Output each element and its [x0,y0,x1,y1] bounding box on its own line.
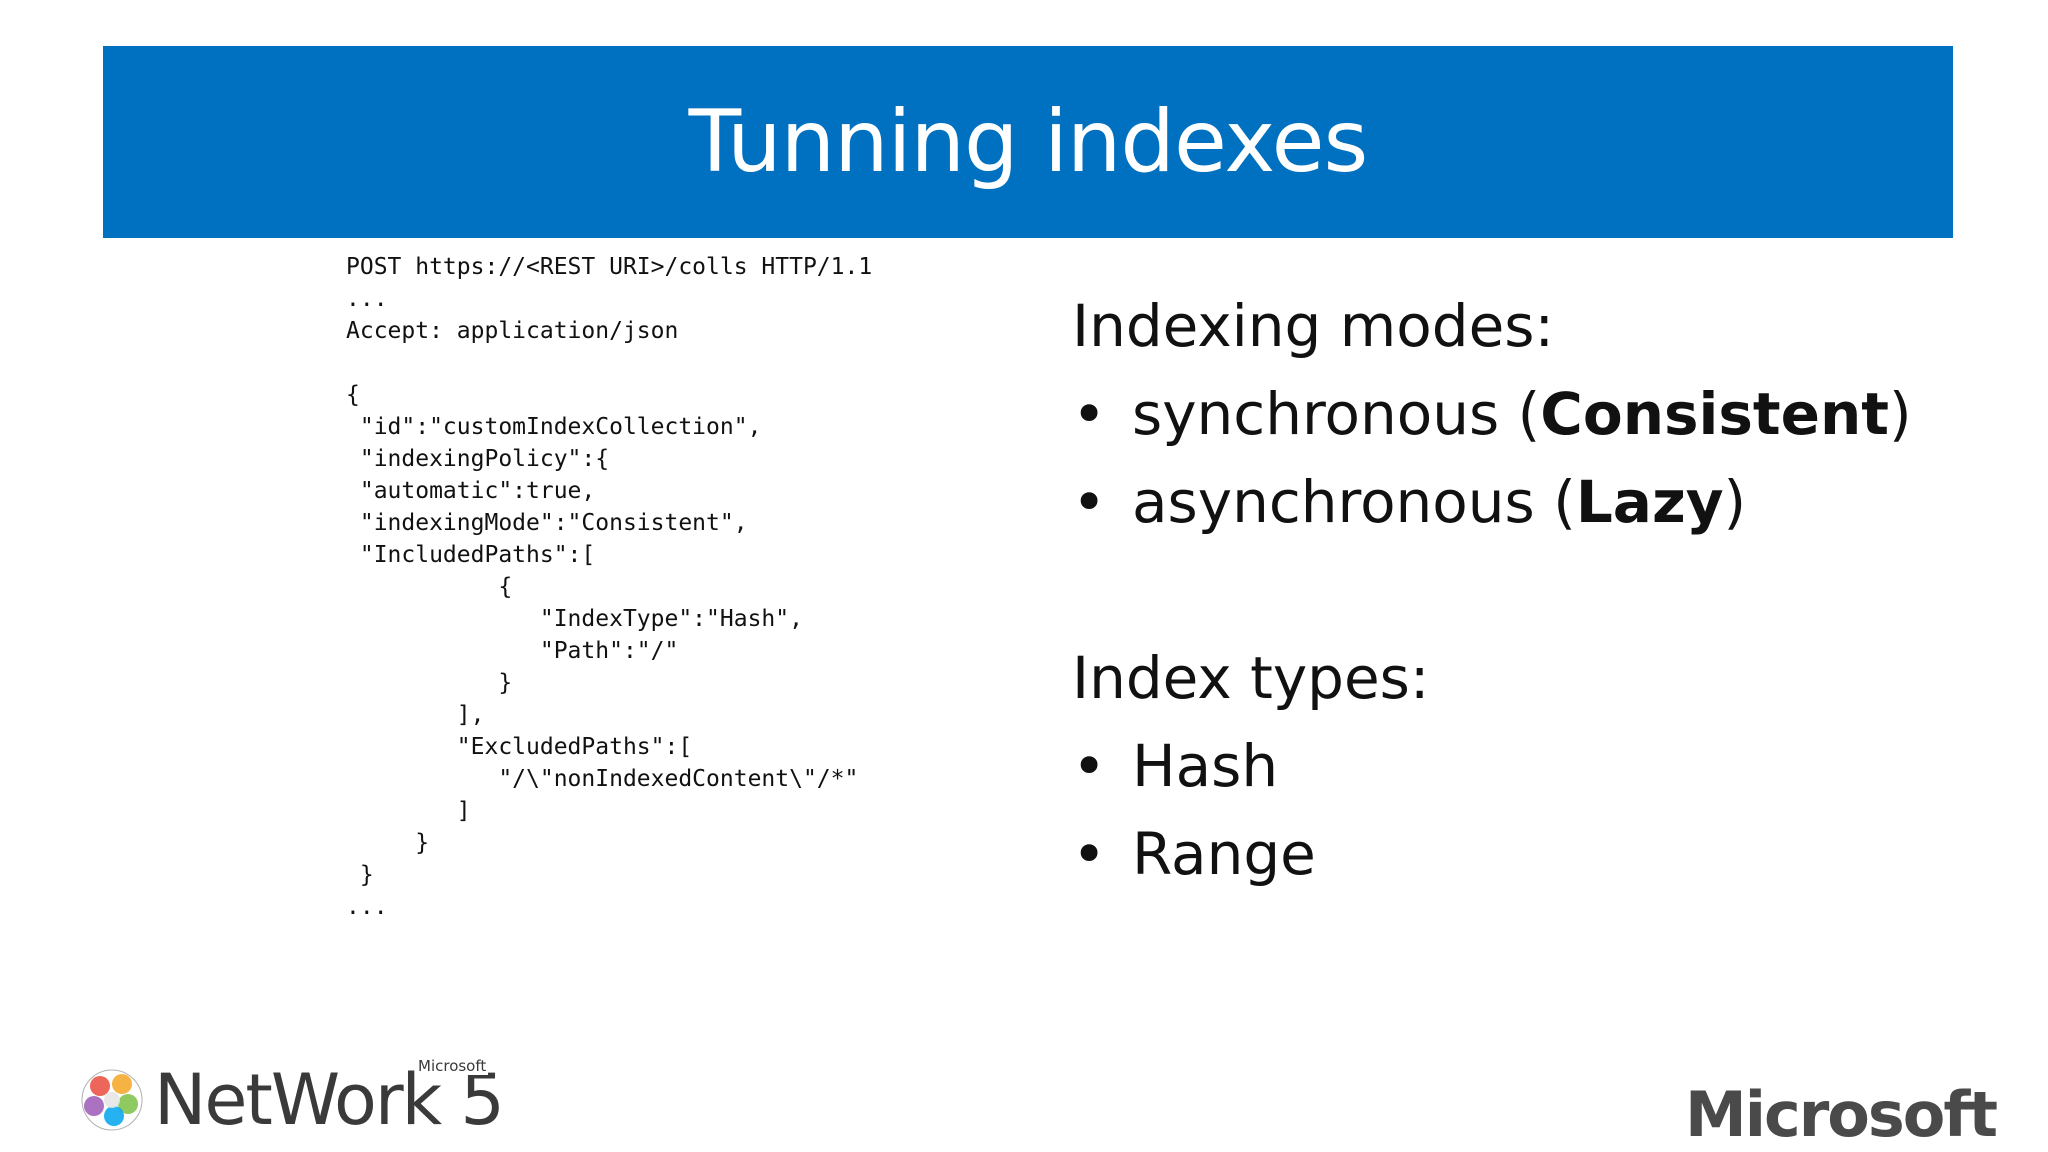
code-line: } [346,830,430,856]
code-line: { [346,382,360,408]
bullet-item-range: • Range [1072,818,1316,890]
right-panel: Indexing modes: • synchronous (Consisten… [1072,290,1972,930]
network5-logo-small: Microsoft [416,1057,489,1075]
code-line: ], [346,702,485,728]
network5-logo-text: NetWork 5 Microsoft [154,1057,505,1141]
index-types-heading: Index types: [1072,644,1430,712]
code-line: POST https://<REST URI>/colls HTTP/1.1 [346,254,873,280]
code-line: "ExcludedPaths":[ [346,734,693,760]
bullet-text: Range [1132,820,1316,888]
code-block: POST https://<REST URI>/colls HTTP/1.1 .… [346,252,986,1112]
code-line: ... [346,894,388,920]
bullet-icon: • [1072,468,1107,536]
code-line: Accept: application/json [346,318,679,344]
code-line: "indexingMode":"Consistent", [346,510,748,536]
bullet-item-synchronous: • synchronous (Consistent) [1072,378,1912,450]
code-line: } [346,670,513,696]
network5-logo: NetWork 5 Microsoft [78,1057,548,1141]
code-line: "indexingPolicy":{ [346,446,610,472]
code-line: "automatic":true, [346,478,596,504]
slide-title: Tunning indexes [688,92,1369,192]
code-line: ... [346,286,388,312]
indexing-modes-heading: Indexing modes: [1072,292,1555,360]
code-line: } [346,862,374,888]
code-line: "Path":"/" [346,638,679,664]
bullet-text: synchronous (Consistent) [1132,380,1912,448]
microsoft-logo: Microsoft [1685,1078,1998,1151]
globe-icon [81,1069,143,1131]
bullet-icon: • [1072,380,1107,448]
code-line: { [346,574,513,600]
code-line: ] [346,798,471,824]
code-line: "id":"customIndexCollection", [346,414,762,440]
code-line: "/\"nonIndexedContent\"/*" [346,766,859,792]
title-bar: Tunning indexes [103,46,1953,238]
bullet-icon: • [1072,732,1107,800]
bullet-icon: • [1072,820,1107,888]
bullet-text: Hash [1132,732,1279,800]
code-line: "IndexType":"Hash", [346,606,803,632]
code-line: "IncludedPaths":[ [346,542,596,568]
bullet-item-asynchronous: • asynchronous (Lazy) [1072,466,1746,538]
bullet-item-hash: • Hash [1072,730,1278,802]
bullet-text: asynchronous (Lazy) [1132,468,1747,536]
